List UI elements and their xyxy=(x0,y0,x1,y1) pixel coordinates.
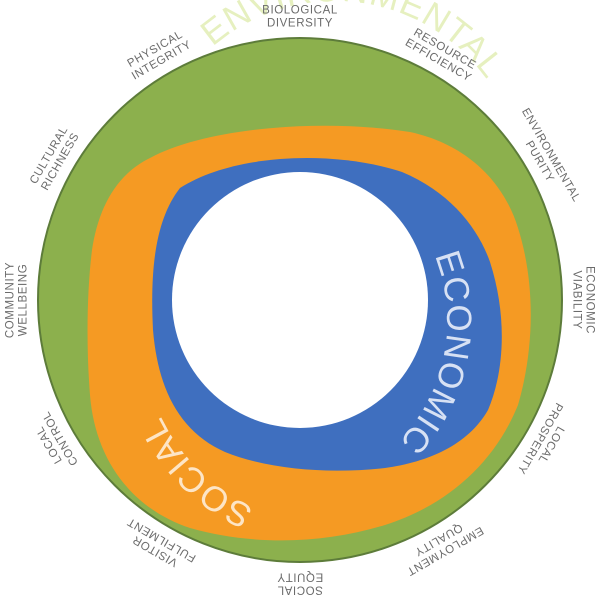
center-circle xyxy=(172,172,428,428)
label-line: VIABILITY xyxy=(570,270,582,329)
label-line: EQUITY xyxy=(277,570,323,582)
label-line: DIVERSITY xyxy=(267,18,333,30)
label-line: BIOLOGICAL xyxy=(262,5,338,17)
label-line: WELLBEING xyxy=(18,264,30,337)
label-line: SOCIAL xyxy=(277,583,323,595)
label-line: COMMUNITY xyxy=(5,262,17,338)
label-line: ECONOMIC xyxy=(583,266,595,334)
